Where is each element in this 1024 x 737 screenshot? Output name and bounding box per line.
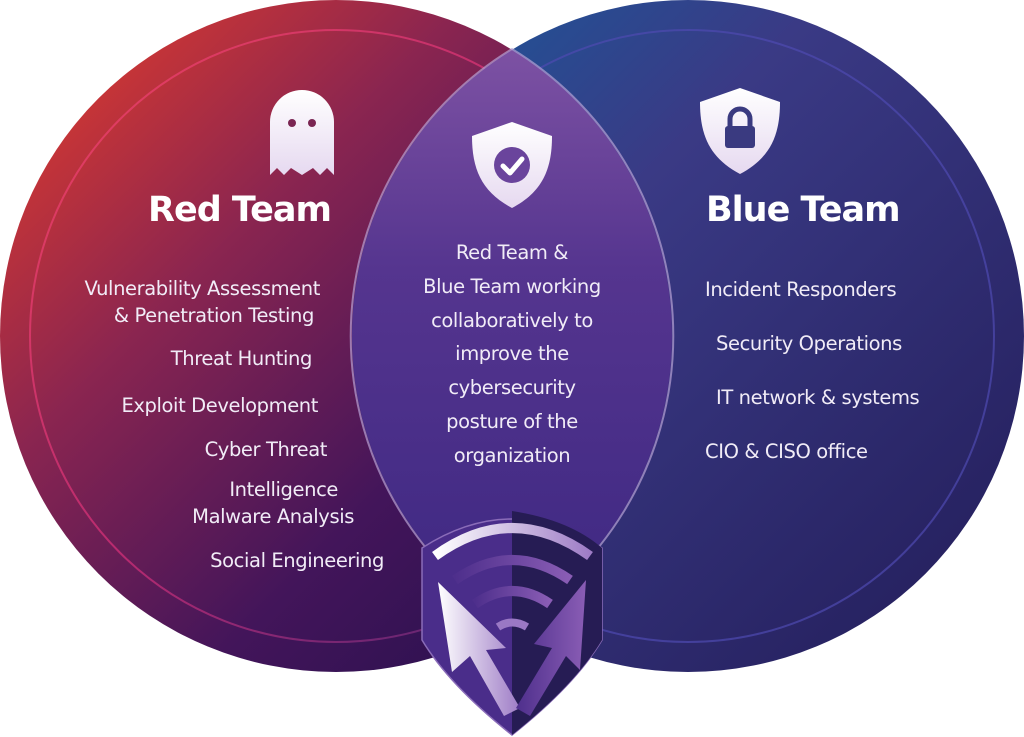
red-team-item: Exploit Development bbox=[121, 394, 318, 417]
red-team-item: Intelligence bbox=[229, 478, 338, 501]
overlap-line: collaboratively to bbox=[431, 308, 593, 332]
blue-team-item: Security Operations bbox=[716, 332, 902, 355]
red-team-item: Vulnerability Assessment bbox=[84, 277, 320, 300]
overlap-line: cybersecurity bbox=[448, 376, 576, 400]
overlap-line: Blue Team working bbox=[423, 274, 601, 298]
red-team-title: Red Team bbox=[148, 190, 332, 230]
purple-team-shield-logo-icon bbox=[421, 511, 603, 736]
shield-lock-icon bbox=[700, 88, 780, 174]
overlap-line: Red Team & bbox=[455, 241, 569, 264]
overlap-description: Red Team & Blue Team working collaborati… bbox=[400, 236, 624, 473]
blue-team-title: Blue Team bbox=[706, 190, 901, 230]
red-team-item: Cyber Threat bbox=[204, 438, 328, 461]
overlap-line: improve the bbox=[455, 342, 569, 366]
red-team-item: & Penetration Testing bbox=[113, 304, 315, 327]
shield-check-icon bbox=[472, 122, 552, 208]
ghost-icon bbox=[270, 90, 334, 175]
overlap-line: organization bbox=[453, 443, 571, 467]
red-team-item: Threat Hunting bbox=[170, 347, 313, 370]
blue-team-item: CIO & CISO office bbox=[705, 440, 868, 463]
overlap-line: posture of the bbox=[446, 409, 578, 433]
blue-team-item: Incident Responders bbox=[705, 278, 897, 301]
red-team-item: Social Engineering bbox=[210, 549, 384, 572]
blue-team-item: IT network & systems bbox=[716, 386, 920, 409]
red-team-item: Malware Analysis bbox=[192, 505, 354, 528]
